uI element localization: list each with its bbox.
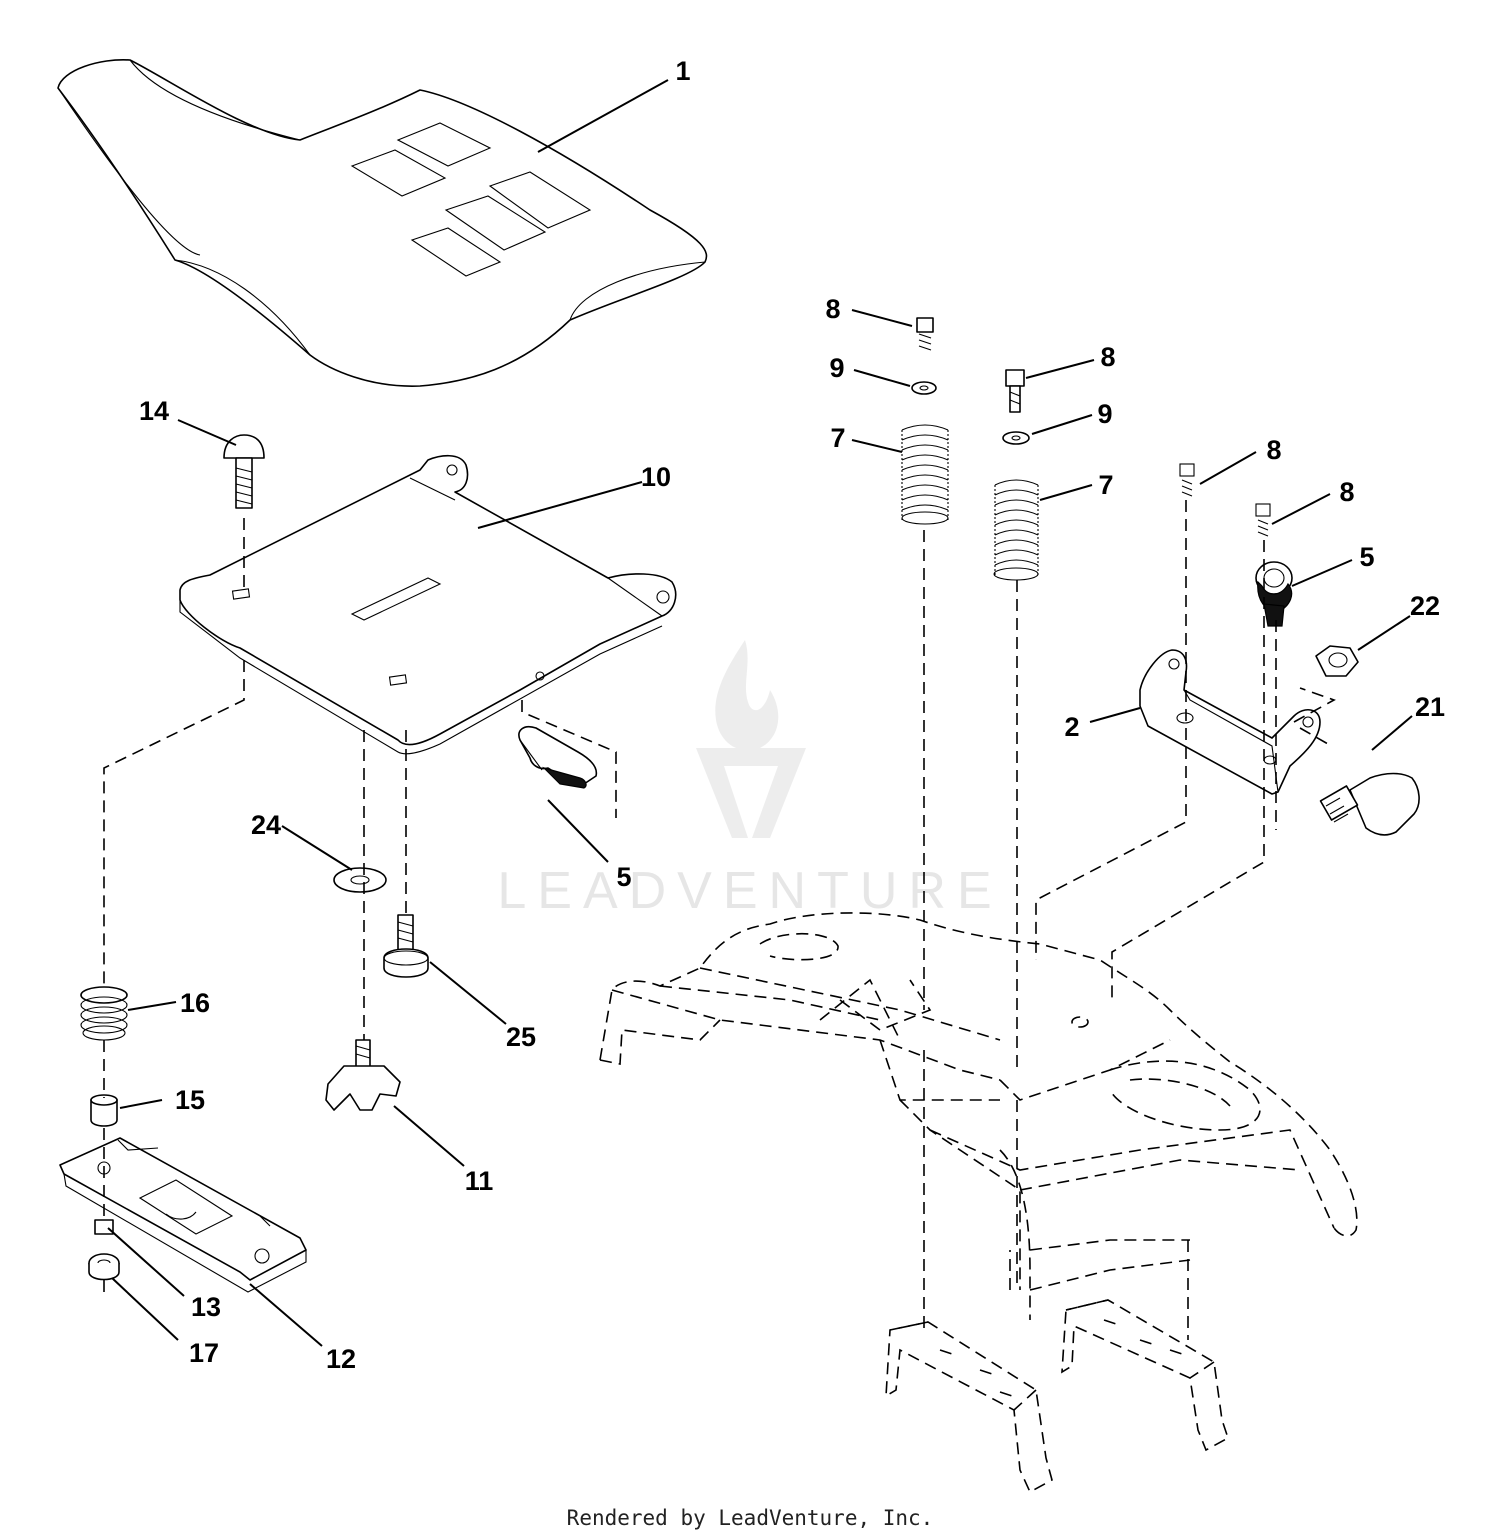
callout-13: 13 <box>191 1292 221 1322</box>
nut-13 <box>94 1219 114 1235</box>
bracket-12 <box>59 1137 307 1293</box>
clip-5-right <box>1255 561 1293 627</box>
nut-22 <box>1315 645 1359 677</box>
assembly-lines <box>103 500 1336 1340</box>
callout-12: 12 <box>326 1344 356 1374</box>
footer-credit: Rendered by LeadVenture, Inc. <box>566 1506 934 1530</box>
callout-21: 21 <box>1415 692 1445 722</box>
callout-17: 17 <box>189 1338 219 1368</box>
callout-5-right: 5 <box>1359 542 1374 572</box>
callout-1: 1 <box>675 56 690 86</box>
callout-7-a: 7 <box>830 423 845 453</box>
callout-9-a: 9 <box>829 353 844 383</box>
callout-14: 14 <box>139 396 169 426</box>
callout-8-b: 8 <box>1100 342 1115 372</box>
shoulder-bolt-21 <box>1319 772 1420 836</box>
callout-7-b: 7 <box>1098 470 1113 500</box>
callout-10: 10 <box>641 462 671 492</box>
bolt-8a <box>916 317 934 351</box>
chassis-frame <box>599 912 1358 1494</box>
callout-16: 16 <box>180 988 210 1018</box>
bolt-8b <box>1005 369 1025 413</box>
bushing-15 <box>90 1094 118 1127</box>
callout-5-left: 5 <box>616 862 631 892</box>
callout-8-a: 8 <box>825 294 840 324</box>
callout-2: 2 <box>1064 712 1079 742</box>
leader-lines <box>107 79 1413 1347</box>
clip-5-left <box>518 725 598 789</box>
callout-22: 22 <box>1410 591 1440 621</box>
bracket-2 <box>1139 649 1321 795</box>
callout-labels: 1 14 10 24 5 16 25 15 11 13 17 12 8 9 7 … <box>139 56 1445 1374</box>
spring-16 <box>80 986 128 1041</box>
callout-24: 24 <box>251 810 281 840</box>
washer-24 <box>333 867 387 893</box>
callout-8-d: 8 <box>1339 477 1354 507</box>
bolt-8d <box>1255 503 1271 537</box>
callout-9-b: 9 <box>1097 399 1112 429</box>
washer-9b <box>1002 431 1030 445</box>
callout-25: 25 <box>506 1022 536 1052</box>
watermark-logo: LEADVENTURE <box>497 640 1002 920</box>
shoulder-bolt-25 <box>383 914 429 978</box>
watermark-text: LEADVENTURE <box>497 862 1002 920</box>
seat <box>57 59 708 387</box>
seat-pan <box>179 454 677 755</box>
spring-7a <box>901 424 949 525</box>
spring-7b <box>993 479 1039 581</box>
washer-9a <box>911 381 937 395</box>
callout-11: 11 <box>465 1166 494 1196</box>
washer-17 <box>88 1253 120 1281</box>
carriage-bolt <box>223 434 265 509</box>
callout-8-c: 8 <box>1266 435 1281 465</box>
knob-11 <box>325 1039 401 1111</box>
bolt-8c <box>1179 463 1195 497</box>
callout-15: 15 <box>175 1085 205 1115</box>
